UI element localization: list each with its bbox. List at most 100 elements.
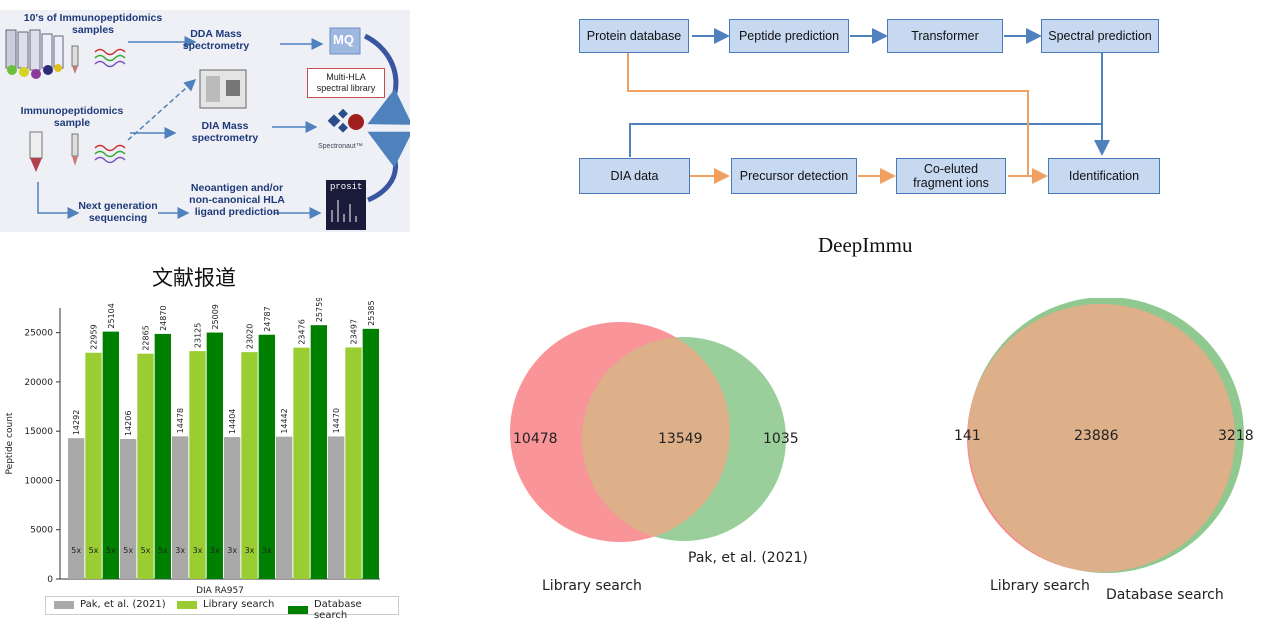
bar-inner-label: 5x	[71, 546, 81, 555]
y-tick-label: 15000	[24, 427, 53, 437]
bar-inner-label: 3x	[227, 546, 237, 555]
bar-value-label: 23020	[246, 324, 255, 349]
bar-value-label: 23476	[298, 319, 307, 344]
bar-value-label: 14206	[124, 411, 133, 436]
peptide-squiggle-icon-2	[94, 144, 126, 164]
bar-inner-label: 5x	[106, 546, 116, 555]
coeluted-line-2: fragment ions	[913, 176, 989, 190]
legend-item-pak: Pak, et al. (2021)	[54, 599, 166, 610]
samples-label: 10's of Immunopeptidomics samples	[23, 12, 163, 36]
dia-data-box: DIA data	[579, 158, 690, 194]
coeluted-fragment-box: Co-eluted fragment ions	[896, 158, 1006, 194]
venn2-overlap	[968, 304, 1235, 572]
legend-swatch	[177, 600, 197, 609]
y-tick-label: 5000	[30, 526, 53, 536]
venn2-left-label: Library search	[990, 578, 1090, 594]
peptide-squiggle-icon	[94, 48, 126, 68]
precursor-detection-box: Precursor detection	[731, 158, 857, 194]
bar-value-label: 24870	[159, 305, 168, 330]
venn1-overlap	[582, 337, 730, 541]
venn1-right-count: 1035	[763, 431, 799, 447]
venn2-right-label: Database search	[1106, 587, 1224, 603]
spectronaut-logo	[327, 108, 364, 133]
bar-value-label: 14442	[280, 408, 289, 433]
single-tube-icon	[29, 131, 79, 172]
bar-inner-label: 5x	[158, 546, 168, 555]
prosit-logo-text: prosit	[330, 182, 363, 192]
mq-logo-text: MQ	[333, 32, 354, 47]
y-axis-label: Peptide count	[5, 412, 15, 474]
venn1-overlap-count: 13549	[658, 431, 703, 447]
chart-legend: Pak, et al. (2021) Library search Databa…	[45, 596, 399, 621]
literature-caption: 文献报道	[152, 266, 236, 290]
legend-swatch	[54, 600, 74, 609]
bar	[154, 333, 171, 579]
dia-label: DIA Mass spectrometry	[191, 120, 259, 144]
venn2-left-count: 141	[954, 428, 981, 444]
bar	[102, 331, 119, 579]
literature-workflow-panel: 10's of Immunopeptidomics samples Immuno…	[0, 10, 410, 232]
mass-spectrometer-icon	[199, 69, 247, 109]
bar-inner-label: 3x	[193, 546, 203, 555]
legend-item-database: Database search	[288, 599, 398, 621]
maxquant-logo	[329, 27, 361, 55]
neoantigen-label: Neoantigen and/or non-canonical HLA liga…	[189, 182, 285, 218]
bar-value-label: 25759	[315, 298, 324, 322]
sample-tubes-icon	[5, 29, 64, 79]
deepimmu-caption: DeepImmu	[818, 233, 913, 257]
y-tick-label: 10000	[24, 476, 53, 486]
coeluted-line-1: Co-eluted	[923, 162, 979, 176]
dda-label: DDA Mass spectrometry	[182, 28, 250, 52]
venn2-overlap-count: 23886	[1074, 428, 1119, 444]
bar-value-label: 14478	[176, 408, 185, 433]
venn1-right-label: Pak, et al. (2021)	[688, 550, 808, 566]
identification-box: Identification	[1048, 158, 1160, 194]
workflow-graphics	[5, 27, 410, 230]
bar	[85, 352, 102, 579]
bar	[293, 347, 310, 579]
bar-inner-label: 3x	[262, 546, 272, 555]
venn-diagram-1: 10478 13549 1035 Library search Pak, et …	[510, 322, 808, 594]
bar-value-label: 25104	[107, 303, 116, 328]
bar	[362, 328, 379, 579]
peptide-prediction-box: Peptide prediction	[729, 19, 849, 53]
venn2-right-count: 3218	[1218, 428, 1254, 444]
pipette-tube-icon	[71, 45, 79, 74]
bar-value-label: 14470	[332, 408, 341, 433]
bar-inner-label: 5x	[89, 546, 99, 555]
spectronaut-logo-text: Spectronaut™	[318, 143, 363, 150]
bar	[172, 436, 189, 579]
spectral-prediction-box: Spectral prediction	[1041, 19, 1159, 53]
bar	[68, 438, 85, 579]
bar-inner-label: 3x	[175, 546, 185, 555]
bar	[258, 334, 275, 579]
bar-inner-label: 5x	[123, 546, 133, 555]
legend-swatch	[288, 606, 308, 614]
multi-hla-box: Multi-HLA spectral library	[307, 68, 385, 98]
bar	[120, 439, 137, 579]
bar	[137, 353, 154, 579]
protein-database-box: Protein database	[579, 19, 689, 53]
bar	[224, 437, 241, 579]
bar	[328, 436, 345, 579]
bar	[241, 352, 258, 579]
bar-value-label: 22959	[90, 324, 99, 349]
bar-value-label: 22865	[142, 325, 151, 350]
bar	[189, 351, 206, 579]
bar-inner-label: 5x	[141, 546, 151, 555]
prosit-logo	[326, 180, 366, 230]
bar-inner-label: 3x	[210, 546, 220, 555]
bar-value-label: 23497	[350, 319, 359, 344]
venn-diagram-2: 141 23886 3218 Library search Database s…	[954, 298, 1254, 603]
bar	[276, 436, 293, 579]
bar	[345, 347, 362, 579]
bar	[206, 332, 223, 579]
immuno-sample-label: Immunopeptidomics sample	[20, 105, 124, 129]
bar-value-label: 14404	[228, 409, 237, 434]
y-tick-label: 25000	[24, 329, 53, 339]
venn1-left-label: Library search	[542, 578, 642, 594]
legend-label: Pak, et al. (2021)	[80, 599, 166, 610]
y-tick-label: 0	[47, 575, 53, 585]
x-axis-label: DIA RA957	[196, 586, 244, 596]
bar-value-label: 23125	[194, 323, 203, 348]
